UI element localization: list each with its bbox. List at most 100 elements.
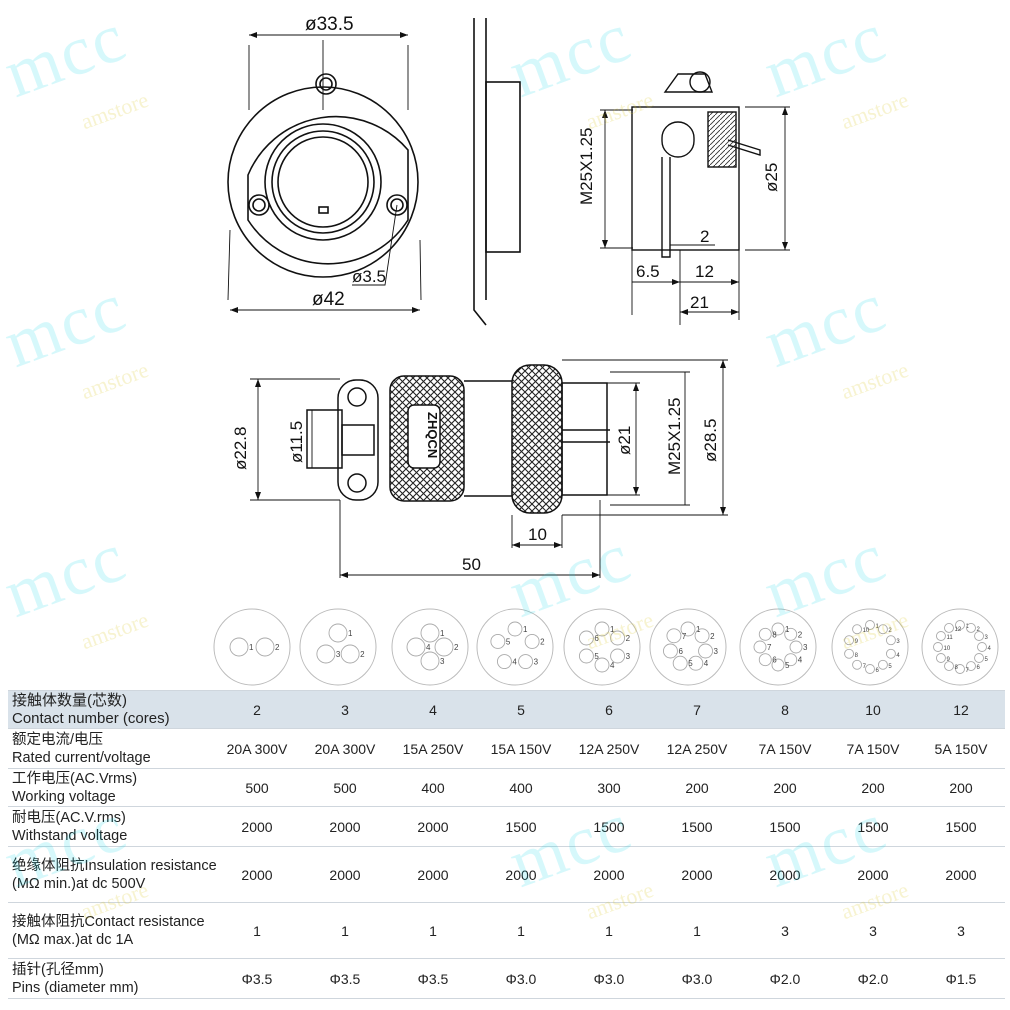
spec-row: 绝缘体阻抗Insulation resistance(MΩ min.)at dc… <box>8 846 1005 903</box>
pin-hole <box>865 620 875 630</box>
pin-hole <box>758 653 772 667</box>
pin-hole <box>507 621 523 637</box>
spec-cell: 10 <box>829 690 917 729</box>
pin-number: 4 <box>988 646 992 652</box>
technical-drawing: ø33.5 ø42 ø3.5 M25X1.25 ø25 2 6.5 12 21 <box>213 14 999 686</box>
pin-number: 1 <box>966 624 970 630</box>
pin-number: 2 <box>626 634 631 643</box>
spec-cell: 200 <box>829 768 917 807</box>
spec-cell: 2000 <box>917 846 1005 903</box>
spec-cell: 2000 <box>741 846 829 903</box>
spec-cell: 2 <box>213 690 301 729</box>
spec-cell: 1500 <box>917 806 1005 847</box>
dim-mount-hole: ø3.5 <box>352 267 386 286</box>
spec-row: 接触体阻抗Contact resistance(MΩ max.)at dc 1A… <box>8 902 1005 959</box>
dim-plug-nut-len: 10 <box>528 525 547 544</box>
spec-cell: Φ3.5 <box>301 958 389 999</box>
spec-label-en: (MΩ max.)at dc 1A <box>12 931 134 948</box>
pin-hole <box>496 654 512 670</box>
pin-hole <box>852 659 863 670</box>
spec-cell: 2000 <box>829 846 917 903</box>
pin-hole <box>771 658 785 672</box>
pin-number: 2 <box>454 643 459 652</box>
pin-hole <box>885 648 896 659</box>
front-view <box>227 32 422 313</box>
dim-plug-thread: M25X1.25 <box>665 398 684 476</box>
pin-number: 6 <box>594 634 599 643</box>
spec-cell: 15A 150V <box>477 728 565 769</box>
pin-hole <box>933 642 943 652</box>
dim-plug-outer: ø22.8 <box>231 427 250 470</box>
spec-cell: 500 <box>213 768 301 807</box>
plug-brand: ZHQCN <box>425 412 440 458</box>
side-view <box>600 71 790 325</box>
pin-number: 4 <box>426 643 431 652</box>
spec-label-cn: 工作电压(AC.Vrms) <box>12 770 138 787</box>
pin-number: 3 <box>803 643 808 652</box>
pin-layout-outline <box>476 608 554 686</box>
spec-cell: 2000 <box>301 846 389 903</box>
pin-number: 12 <box>955 627 962 633</box>
pin-hole <box>420 651 440 671</box>
spec-label-cn: 插针(孔径mm) <box>12 961 104 978</box>
pin-number: 5 <box>506 637 511 646</box>
pin-hole <box>490 633 506 649</box>
spec-label-en: Contact number (cores) <box>12 709 170 727</box>
plug-view <box>250 359 728 578</box>
spec-cell: 200 <box>741 768 829 807</box>
dim-side-diameter: ø25 <box>762 163 781 192</box>
pin-hole <box>844 648 855 659</box>
pin-number: 5 <box>688 659 693 668</box>
flange-profile <box>473 18 521 326</box>
pin-hole <box>666 628 682 644</box>
pin-hole <box>434 637 454 657</box>
pin-hole <box>977 642 987 652</box>
spec-label-en: Rated current/voltage <box>12 749 151 766</box>
spec-cell: 5A 150V <box>917 728 1005 769</box>
pin-hole <box>966 661 976 672</box>
pin-number: 1 <box>249 643 254 652</box>
pin-hole <box>578 648 594 664</box>
pin-hole <box>784 627 798 641</box>
pin-hole <box>698 643 713 659</box>
dim-plug-inner: ø21 <box>615 426 634 455</box>
pin-hole <box>955 620 965 630</box>
spec-cell: 20A 300V <box>213 728 301 769</box>
pin-hole <box>316 644 336 664</box>
pin-hole <box>784 653 798 667</box>
pin-number: 4 <box>798 656 803 665</box>
pin-number: 3 <box>896 639 900 645</box>
pin-hole <box>955 664 965 674</box>
spec-cell: 500 <box>301 768 389 807</box>
spec-cell: 8 <box>741 690 829 729</box>
spec-cell: 1500 <box>829 806 917 847</box>
pin-hole <box>877 659 888 670</box>
spec-row-label: 绝缘体阻抗Insulation resistance(MΩ min.)at dc… <box>8 846 217 903</box>
pin-number: 1 <box>610 625 615 634</box>
pin-number: 5 <box>985 657 989 663</box>
pin-number: 2 <box>888 628 892 634</box>
spec-cell: 20A 300V <box>301 728 389 769</box>
pin-number: 2 <box>710 632 715 641</box>
pin-layout-outline <box>213 608 291 686</box>
pin-number: 7 <box>767 643 772 652</box>
pin-hole <box>420 623 440 643</box>
pin-number: 2 <box>275 643 280 652</box>
spec-cell: Φ1.5 <box>917 958 1005 999</box>
spec-cell: 1 <box>389 902 477 959</box>
pin-hole <box>688 655 704 671</box>
spec-cell: 4 <box>389 690 477 729</box>
spec-cell: 12A 250V <box>565 728 653 769</box>
pin-hole <box>578 630 594 646</box>
pin-hole <box>935 653 946 663</box>
